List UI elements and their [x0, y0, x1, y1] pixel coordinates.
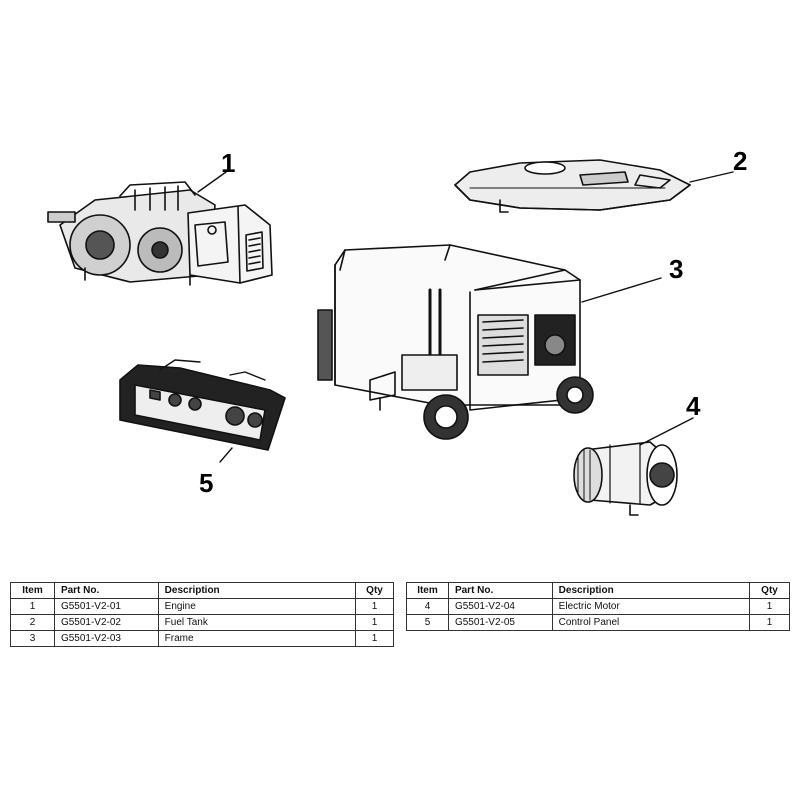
- cell-qty: 1: [749, 614, 790, 631]
- header-qty: Qty: [355, 582, 394, 599]
- cell-qty: 1: [355, 614, 394, 631]
- table-row: 3 G5501-V2-03 Frame 1: [10, 630, 394, 647]
- cell-description: Electric Motor: [551, 598, 751, 615]
- cell-item: 3: [10, 630, 55, 647]
- cell-description: Control Panel: [551, 614, 751, 631]
- cell-part-no: G5501-V2-04: [447, 598, 553, 615]
- cell-item: 2: [10, 614, 55, 631]
- callout-5: 5: [199, 468, 213, 498]
- cell-description: Fuel Tank: [157, 614, 357, 631]
- callout-4: 4: [686, 391, 701, 421]
- table-row: 1 G5501-V2-01 Engine 1: [10, 598, 394, 615]
- cell-part-no: G5501-V2-05: [447, 614, 553, 631]
- cell-qty: 1: [355, 630, 394, 647]
- parts-table-left: Item Part No. Description Qty 1 G5501-V2…: [10, 582, 394, 647]
- exploded-parts-diagram: 1 2 3 4 5: [47, 146, 747, 516]
- cell-item: 1: [10, 598, 55, 615]
- fuel-tank-illustration: [454, 159, 691, 213]
- callout-2: 2: [733, 146, 747, 176]
- table-header-row: Item Part No. Description Qty: [10, 582, 394, 599]
- header-part-no: Part No.: [447, 582, 553, 599]
- cell-description: Frame: [157, 630, 357, 647]
- engine-illustration: [47, 181, 273, 286]
- cell-qty: 1: [355, 598, 394, 615]
- cell-description: Engine: [157, 598, 357, 615]
- callout-1: 1: [221, 148, 235, 178]
- table-row: 5 G5501-V2-05 Control Panel 1: [406, 614, 790, 631]
- header-description: Description: [157, 582, 357, 599]
- table-row: 4 G5501-V2-04 Electric Motor 1: [406, 598, 790, 615]
- header-description: Description: [551, 582, 751, 599]
- frame-illustration: [317, 244, 594, 440]
- electric-motor-illustration: [573, 441, 678, 516]
- header-item: Item: [10, 582, 55, 599]
- table-header-row: Item Part No. Description Qty: [406, 582, 790, 599]
- cell-item: 5: [406, 614, 449, 631]
- cell-qty: 1: [749, 598, 790, 615]
- cell-item: 4: [406, 598, 449, 615]
- cell-part-no: G5501-V2-01: [53, 598, 159, 615]
- leader-lines: [197, 171, 734, 463]
- cell-part-no: G5501-V2-03: [53, 630, 159, 647]
- header-item: Item: [406, 582, 449, 599]
- cell-part-no: G5501-V2-02: [53, 614, 159, 631]
- parts-table-right: Item Part No. Description Qty 4 G5501-V2…: [406, 582, 790, 631]
- header-qty: Qty: [749, 582, 790, 599]
- callout-3: 3: [669, 254, 683, 284]
- header-part-no: Part No.: [53, 582, 159, 599]
- control-panel-illustration: [119, 359, 286, 451]
- table-row: 2 G5501-V2-02 Fuel Tank 1: [10, 614, 394, 631]
